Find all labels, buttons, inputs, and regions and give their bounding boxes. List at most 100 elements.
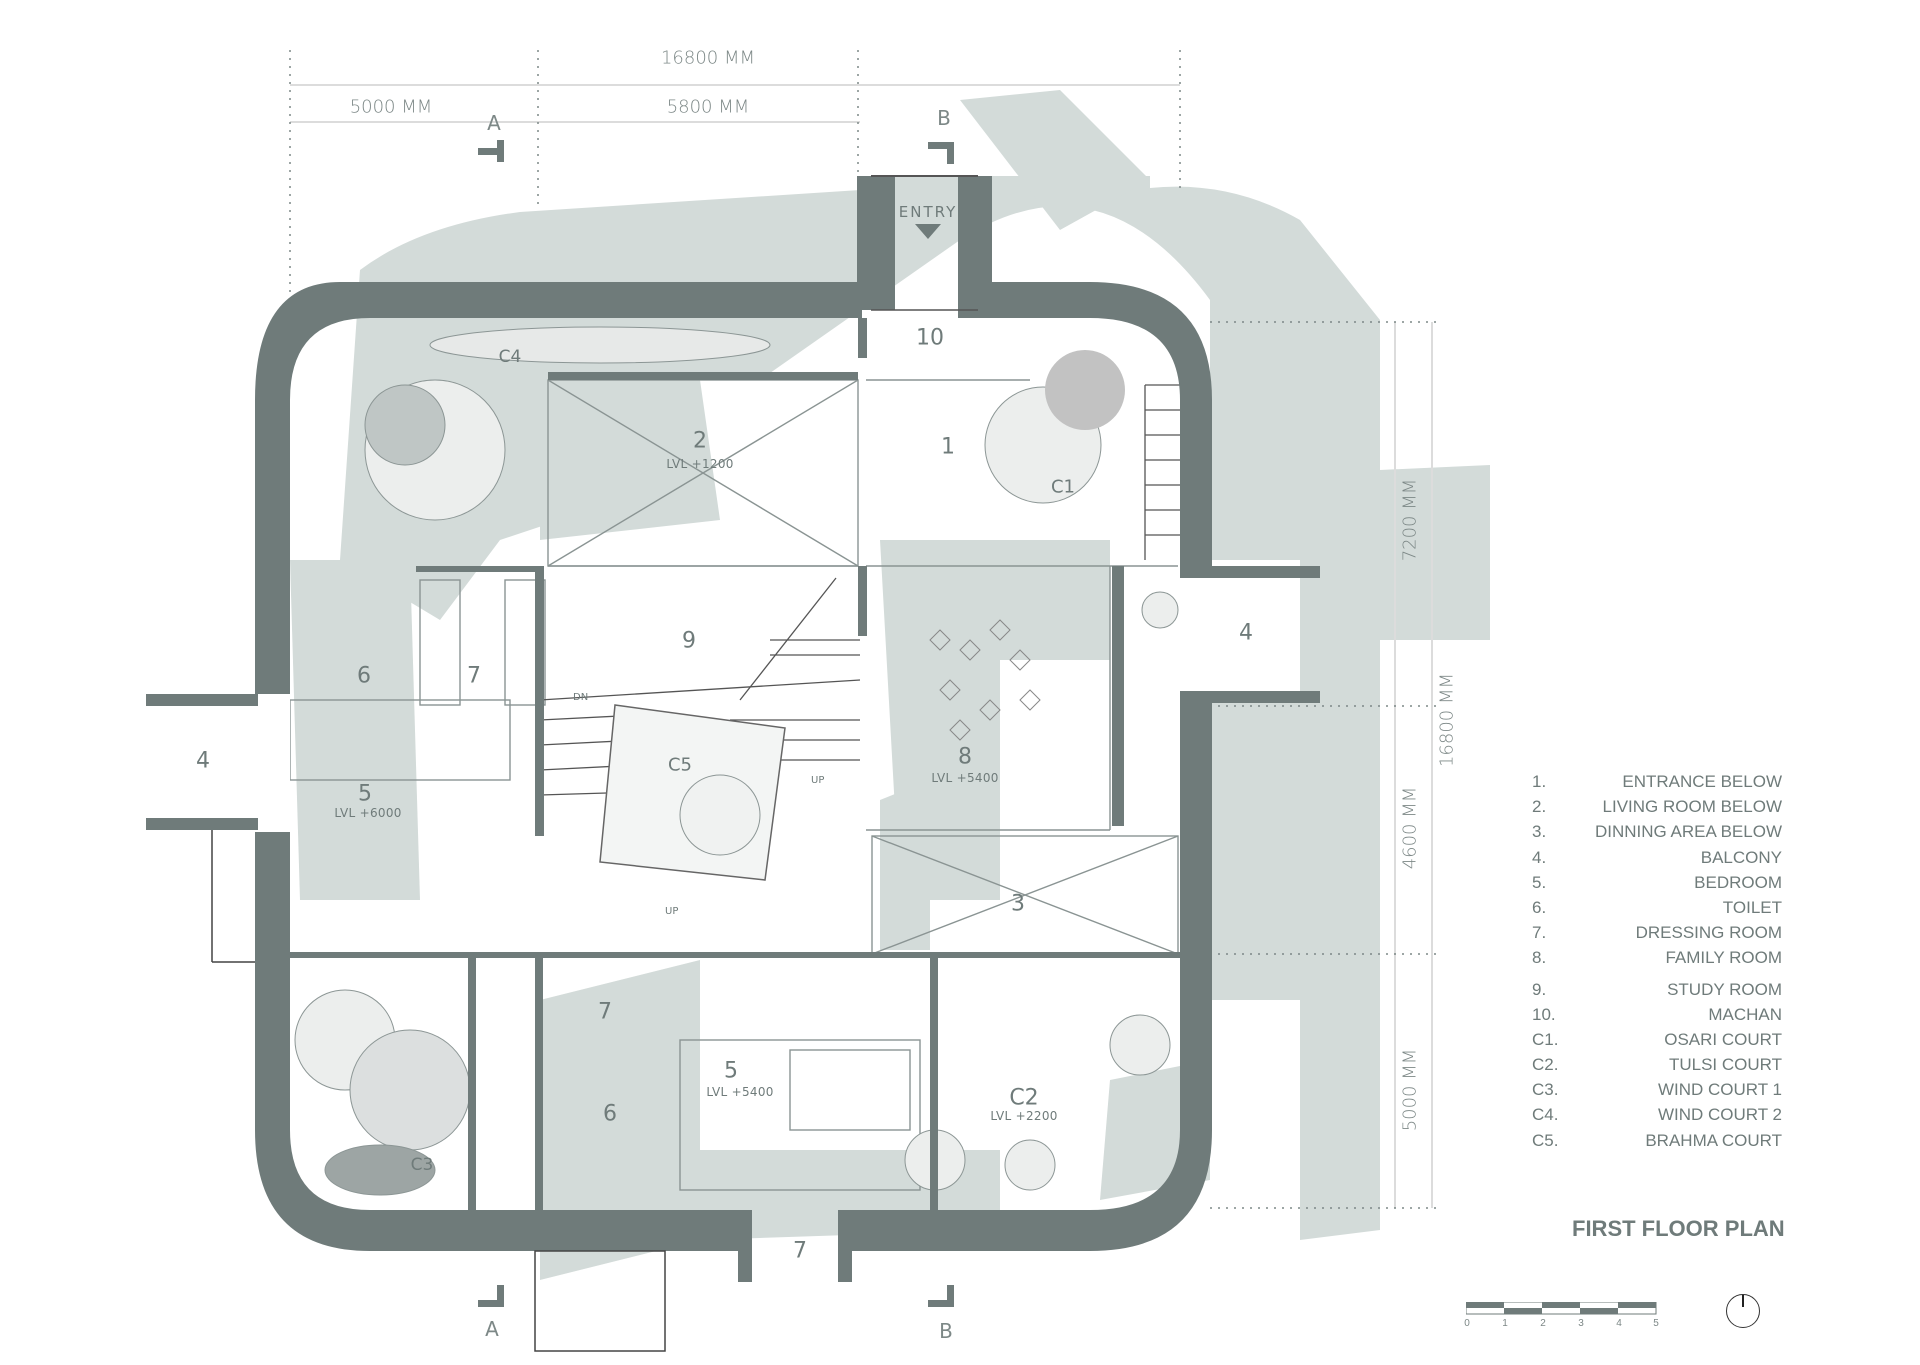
legend-text: DRESSING ROOM bbox=[1635, 923, 1782, 943]
legend-text: OSARI COURT bbox=[1664, 1029, 1782, 1049]
legend-text: BALCONY bbox=[1700, 847, 1782, 867]
room-7-bottom-label: 7 bbox=[793, 1238, 807, 1264]
legend-number: 4. bbox=[1532, 847, 1547, 867]
entry-arrow-icon bbox=[915, 224, 941, 239]
legend-item: 6. TOILET bbox=[1532, 895, 1782, 920]
legend-number: 8. bbox=[1532, 948, 1547, 968]
vegetation bbox=[294, 326, 1179, 1196]
legend-item: C3. WIND COURT 1 bbox=[1532, 1077, 1782, 1102]
scale-tick: 4 bbox=[1616, 1318, 1622, 1329]
legend-number: 9. bbox=[1532, 979, 1547, 999]
dimension-right-bottom: 5000 MM bbox=[1399, 1048, 1421, 1132]
legend-number: 5. bbox=[1532, 872, 1547, 892]
legend-number: 6. bbox=[1532, 897, 1547, 917]
section-marker-b-bottom: B bbox=[939, 1319, 953, 1343]
room-1-label: 1 bbox=[941, 434, 955, 460]
legend-text: TULSI COURT bbox=[1668, 1055, 1782, 1075]
legend-number: 1. bbox=[1532, 772, 1547, 791]
north-arrow-icon bbox=[1726, 1294, 1760, 1328]
entry-label: ENTRY bbox=[898, 203, 958, 221]
section-marker-a-top: A bbox=[487, 111, 501, 135]
scale-tick: 3 bbox=[1578, 1318, 1584, 1329]
room-7-top-label: 7 bbox=[467, 663, 481, 689]
scale-bar-graphic bbox=[1465, 1301, 1657, 1315]
court-c2-label: C2 bbox=[1009, 1085, 1039, 1111]
scale-tick: 0 bbox=[1464, 1318, 1470, 1329]
legend-item: 4. BALCONY bbox=[1532, 845, 1782, 870]
legend-item: 5. BEDROOM bbox=[1532, 870, 1782, 895]
section-marks bbox=[478, 140, 954, 1307]
legend-text: FAMILY ROOM bbox=[1665, 948, 1782, 968]
legend-item: 3. DINNING AREA BELOW bbox=[1532, 819, 1782, 844]
legend-text: WIND COURT 1 bbox=[1657, 1080, 1782, 1100]
legend-text: MACHAN bbox=[1708, 1004, 1782, 1024]
legend-text: TOILET bbox=[1722, 897, 1782, 917]
stair-down-label: DN bbox=[573, 692, 589, 703]
legend-text: LIVING ROOM BELOW bbox=[1602, 797, 1782, 817]
scale-tick: 1 bbox=[1502, 1318, 1508, 1329]
room-9-label: 9 bbox=[682, 628, 696, 654]
room-7-mid-label: 7 bbox=[598, 999, 612, 1025]
legend-item: 8. FAMILY ROOM bbox=[1532, 945, 1782, 970]
legend-number: C3. bbox=[1532, 1080, 1559, 1100]
legend-number: C4. bbox=[1532, 1105, 1559, 1125]
legend-text: DINNING AREA BELOW bbox=[1594, 822, 1782, 842]
scale-tick: 2 bbox=[1540, 1318, 1546, 1329]
legend-text: WIND COURT 2 bbox=[1657, 1105, 1782, 1125]
legend-text: BRAHMA COURT bbox=[1645, 1130, 1782, 1150]
dimension-right-overall: 16800 MM bbox=[1436, 672, 1458, 768]
legend-item: C1. OSARI COURT bbox=[1532, 1027, 1782, 1052]
room-8-level: LVL +5400 bbox=[931, 771, 999, 785]
legend-item: 10. MACHAN bbox=[1532, 1002, 1782, 1027]
court-c1-label: C1 bbox=[1050, 476, 1076, 498]
room-2-label: 2 bbox=[693, 428, 707, 454]
room-6-bottom-label: 6 bbox=[603, 1101, 617, 1127]
room-4-right-label: 4 bbox=[1239, 620, 1253, 646]
room-5-left-label: 5 bbox=[358, 781, 372, 807]
dimension-right-middle: 4600 MM bbox=[1399, 786, 1421, 870]
legend-number: 7. bbox=[1532, 923, 1547, 943]
legend-number: 3. bbox=[1532, 822, 1547, 842]
legend-number: 2. bbox=[1532, 797, 1547, 817]
room-10-label: 10 bbox=[916, 325, 944, 351]
room-5-bottom-label: 5 bbox=[724, 1058, 738, 1084]
dimension-top-overall: 16800 MM bbox=[660, 47, 756, 69]
scale-tick: 5 bbox=[1653, 1318, 1659, 1329]
stairs bbox=[539, 384, 1180, 796]
room-3-label: 3 bbox=[1011, 891, 1025, 917]
room-6-top-label: 6 bbox=[357, 663, 371, 689]
scale-bar: 0 1 2 3 4 5 bbox=[1464, 1301, 1666, 1329]
walls bbox=[146, 176, 1320, 1282]
legend-item: C5. BRAHMA COURT bbox=[1532, 1128, 1782, 1153]
legend-item: 9.STUDY ROOM bbox=[1532, 977, 1782, 1002]
court-c2-level: LVL +2200 bbox=[990, 1109, 1058, 1123]
section-marker-a-bottom: A bbox=[485, 1317, 499, 1341]
court-c5-label: C5 bbox=[667, 754, 693, 776]
dimension-top-left: 5000 MM bbox=[349, 96, 433, 118]
legend-number: 10. bbox=[1532, 1004, 1556, 1024]
drawing-title: FIRST FLOOR PLAN bbox=[1572, 1216, 1785, 1241]
room-2-level: LVL +1200 bbox=[666, 457, 734, 471]
section-marker-b-top: B bbox=[937, 106, 951, 130]
room-5-bottom-level: LVL +5400 bbox=[706, 1085, 774, 1099]
legend-item: 1.ENTRANCE BELOW bbox=[1532, 769, 1782, 794]
legend-item: C2. TULSI COURT bbox=[1532, 1052, 1782, 1077]
legend-text: BEDROOM bbox=[1694, 872, 1782, 892]
room-8-label: 8 bbox=[958, 744, 972, 770]
court-c3-label: C3 bbox=[410, 1155, 434, 1175]
dimension-right-top: 7200 MM bbox=[1399, 478, 1421, 562]
stair-up-label-1: UP bbox=[811, 775, 825, 786]
court-c4-label: C4 bbox=[498, 347, 522, 367]
rangoli-pattern bbox=[929, 619, 1041, 741]
dimension-top-middle: 5800 MM bbox=[666, 96, 750, 118]
dimension-lines bbox=[290, 84, 1433, 1208]
room-5-left-level: LVL +6000 bbox=[334, 806, 402, 820]
stair-up-label-2: UP bbox=[665, 906, 679, 917]
room-4-left-label: 4 bbox=[196, 748, 210, 774]
legend-number: C5. bbox=[1532, 1130, 1559, 1150]
legend-number: C1. bbox=[1532, 1029, 1559, 1049]
legend-number: C2. bbox=[1532, 1055, 1559, 1075]
legend: 1.ENTRANCE BELOW 2. LIVING ROOM BELOW 3. D… bbox=[1532, 769, 1782, 1153]
legend-item: C4. WIND COURT 2 bbox=[1532, 1102, 1782, 1127]
